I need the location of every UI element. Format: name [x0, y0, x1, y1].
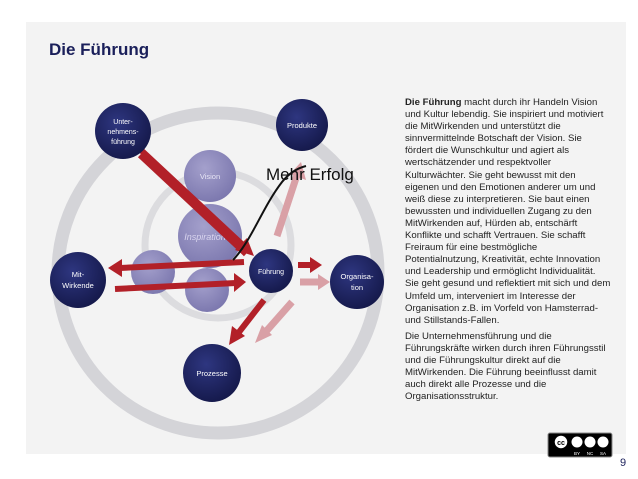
- license-by: BY: [574, 451, 580, 456]
- inspiration-label: Inspiration: [184, 232, 226, 242]
- left-inner-circle: [131, 250, 175, 294]
- description-paragraph-2: Die Unternehmensführung und die Führungs…: [405, 331, 606, 403]
- inspiration-circle: [178, 204, 242, 268]
- bottom-inner-circle: [185, 268, 229, 312]
- produkte-label: Produkte: [287, 121, 317, 130]
- organisation-label-1: Organisa-: [341, 272, 374, 281]
- cc-icon: [553, 434, 569, 450]
- mitwirkende-node: [50, 252, 106, 308]
- license-nc: NC: [587, 451, 594, 456]
- produkte-node: [276, 99, 328, 151]
- description-paragraph-1: Die Führung macht durch ihr Handeln Visi…: [405, 97, 611, 327]
- prozesse-node: [183, 344, 241, 402]
- para1-text: macht durch ihr Handeln Vision und Kultu…: [405, 97, 611, 326]
- mehr-erfolg-annotation: Mehr Erfolg: [266, 165, 354, 184]
- prozesse-label: Prozesse: [196, 369, 227, 378]
- organisation-label-2: tion: [351, 283, 363, 292]
- red-arrows: [108, 135, 322, 345]
- para1-bold: Die Führung: [405, 97, 462, 108]
- vision-label: Vision: [200, 172, 220, 181]
- slide-title: Die Führung: [49, 40, 150, 59]
- mitwirkende-label-2: Wirkende: [62, 281, 94, 290]
- vision-circle: [184, 150, 236, 202]
- nc-icon: [584, 436, 596, 448]
- page-number: 9: [620, 457, 627, 469]
- sa-icon: [597, 436, 609, 448]
- unternehmensfuehrung-label-1: Unter-: [113, 119, 133, 126]
- fuehrung-node: [249, 249, 293, 293]
- unternehmensfuehrung-label-2: nehmens-: [107, 129, 139, 136]
- unternehmensfuehrung-label-3: führung: [111, 139, 135, 146]
- success-curve: [232, 165, 307, 261]
- by-icon: [571, 436, 583, 448]
- svg-text:cc: cc: [557, 440, 565, 447]
- slide-panel: [26, 22, 626, 454]
- mitwirkende-label-1: Mit-: [72, 270, 85, 279]
- organisation-node: [330, 255, 384, 309]
- unternehmensfuehrung-node: [95, 103, 151, 159]
- fuehrung-label: Führung: [258, 269, 284, 276]
- license-sa: SA: [600, 451, 606, 456]
